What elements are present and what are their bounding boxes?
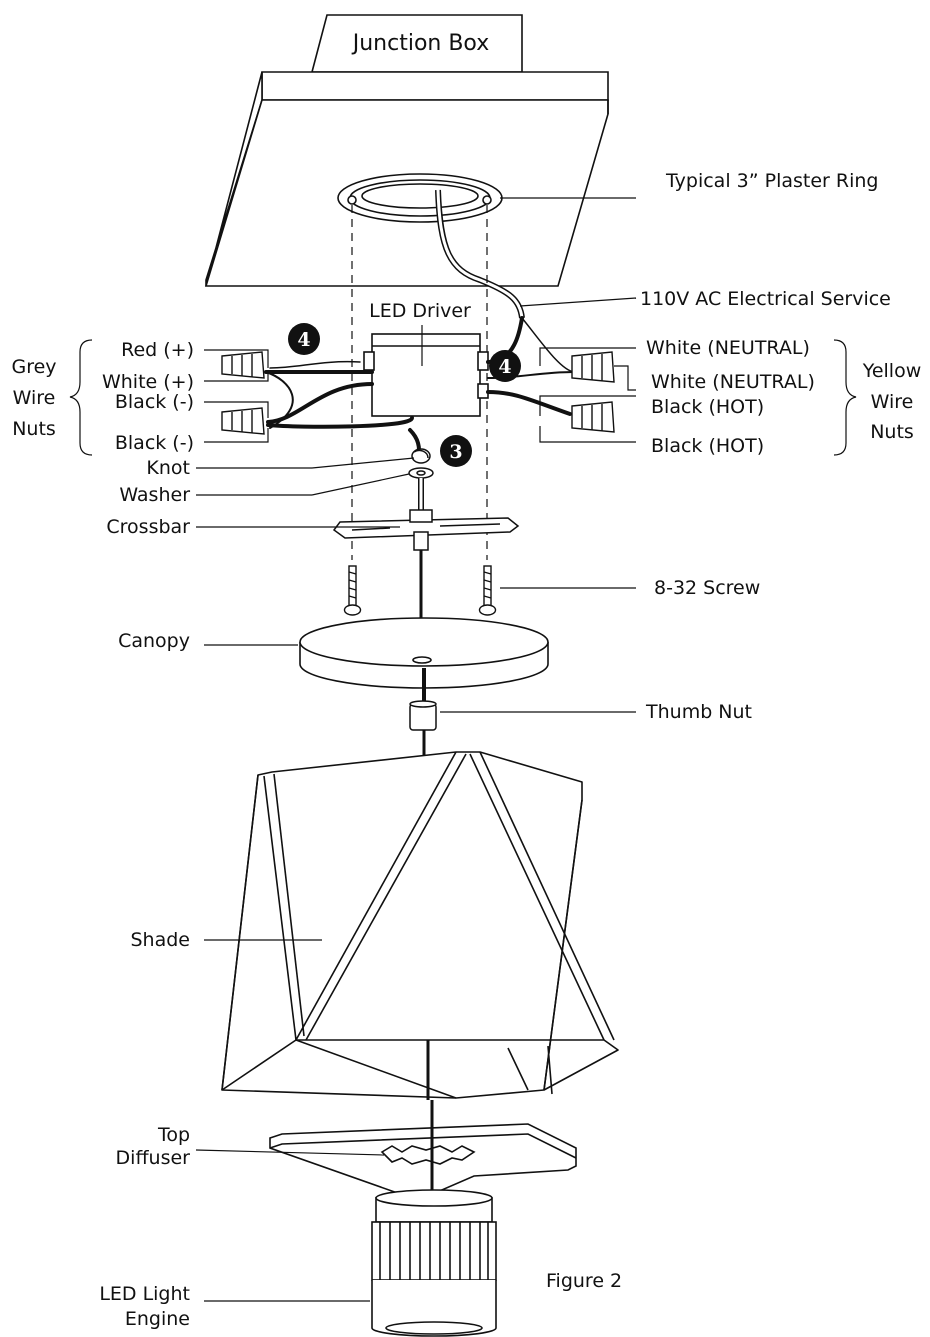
svg-text:4: 4: [498, 356, 511, 378]
screw-left: [343, 565, 362, 616]
step-badge-right: 4: [489, 350, 521, 382]
junction-box-label: Junction Box: [351, 31, 490, 56]
crossbar-label: Crossbar: [106, 516, 190, 538]
step-badge-left: 4: [288, 323, 320, 355]
crossbar: [332, 509, 520, 640]
plaster-ring: [337, 173, 503, 223]
grey-wire-nuts-label-1: Grey: [11, 356, 56, 378]
yellow-wire-nuts-label-3: Nuts: [870, 421, 914, 443]
grey-wire-nuts-label-3: Nuts: [12, 418, 56, 440]
black-hot-label-1: Black (HOT): [651, 396, 764, 418]
shade-label: Shade: [131, 929, 191, 951]
led-driver-label: LED Driver: [369, 300, 471, 322]
led-driver: [363, 333, 489, 417]
alignment-guides: [351, 205, 488, 560]
black-minus-label-1: Black (-): [115, 391, 194, 413]
driver-left-wires: [264, 360, 421, 460]
junction-box: Junction Box: [204, 14, 609, 319]
svg-text:4: 4: [297, 329, 310, 351]
top-diffuser-leader: [195, 1149, 385, 1156]
right-wire-leaders: [539, 339, 857, 456]
svg-text:3: 3: [449, 441, 462, 463]
washer-label: Washer: [119, 484, 190, 506]
washer: [408, 467, 434, 479]
led-light-engine-label-2: Engine: [125, 1308, 190, 1330]
figure-caption: Figure 2: [546, 1270, 622, 1292]
thumb-nut: [409, 700, 437, 731]
top-diffuser-label-2: Diffuser: [116, 1147, 191, 1169]
yellow-wire-nuts-label-1: Yellow: [862, 360, 922, 382]
left-wire-leaders: [69, 339, 269, 456]
knot: [411, 448, 431, 464]
black-hot-label-2: Black (HOT): [651, 435, 764, 457]
led-light-engine: [371, 1189, 497, 1337]
grey-wire-nut-bottom: [221, 407, 265, 435]
screw-right: [478, 565, 497, 616]
yellow-wire-nut-top: [571, 351, 615, 383]
led-light-engine-label-1: LED Light: [99, 1283, 190, 1305]
top-diffuser: [269, 1100, 577, 1197]
white-neutral-label-2: White (NEUTRAL): [651, 371, 815, 393]
white-plus-label: White (+): [102, 371, 194, 393]
knot-label: Knot: [146, 457, 190, 479]
thumb-nut-label: Thumb Nut: [645, 701, 752, 723]
red-plus-label: Red (+): [121, 339, 194, 361]
plaster-ring-label: Typical 3” Plaster Ring: [665, 170, 878, 192]
yellow-wire-nut-bottom: [571, 401, 615, 433]
top-diffuser-label-1: Top: [157, 1124, 190, 1146]
electrical-service-leader: [519, 297, 637, 307]
grey-wire-nut-top: [221, 351, 265, 379]
canopy-label: Canopy: [118, 630, 190, 652]
washer-leader-2: [311, 473, 410, 496]
knot-leader-2: [311, 457, 415, 469]
step-badge-knot: 3: [440, 435, 472, 467]
shade: [221, 751, 619, 1100]
yellow-wire-nuts-label-2: Wire: [871, 391, 914, 413]
electrical-service-label: 110V AC Electrical Service: [640, 288, 891, 310]
grey-wire-nuts-label-2: Wire: [13, 387, 56, 409]
screw-label: 8-32 Screw: [654, 577, 760, 599]
black-minus-label-2: Black (-): [115, 432, 194, 454]
white-neutral-label-1: White (NEUTRAL): [646, 337, 810, 359]
